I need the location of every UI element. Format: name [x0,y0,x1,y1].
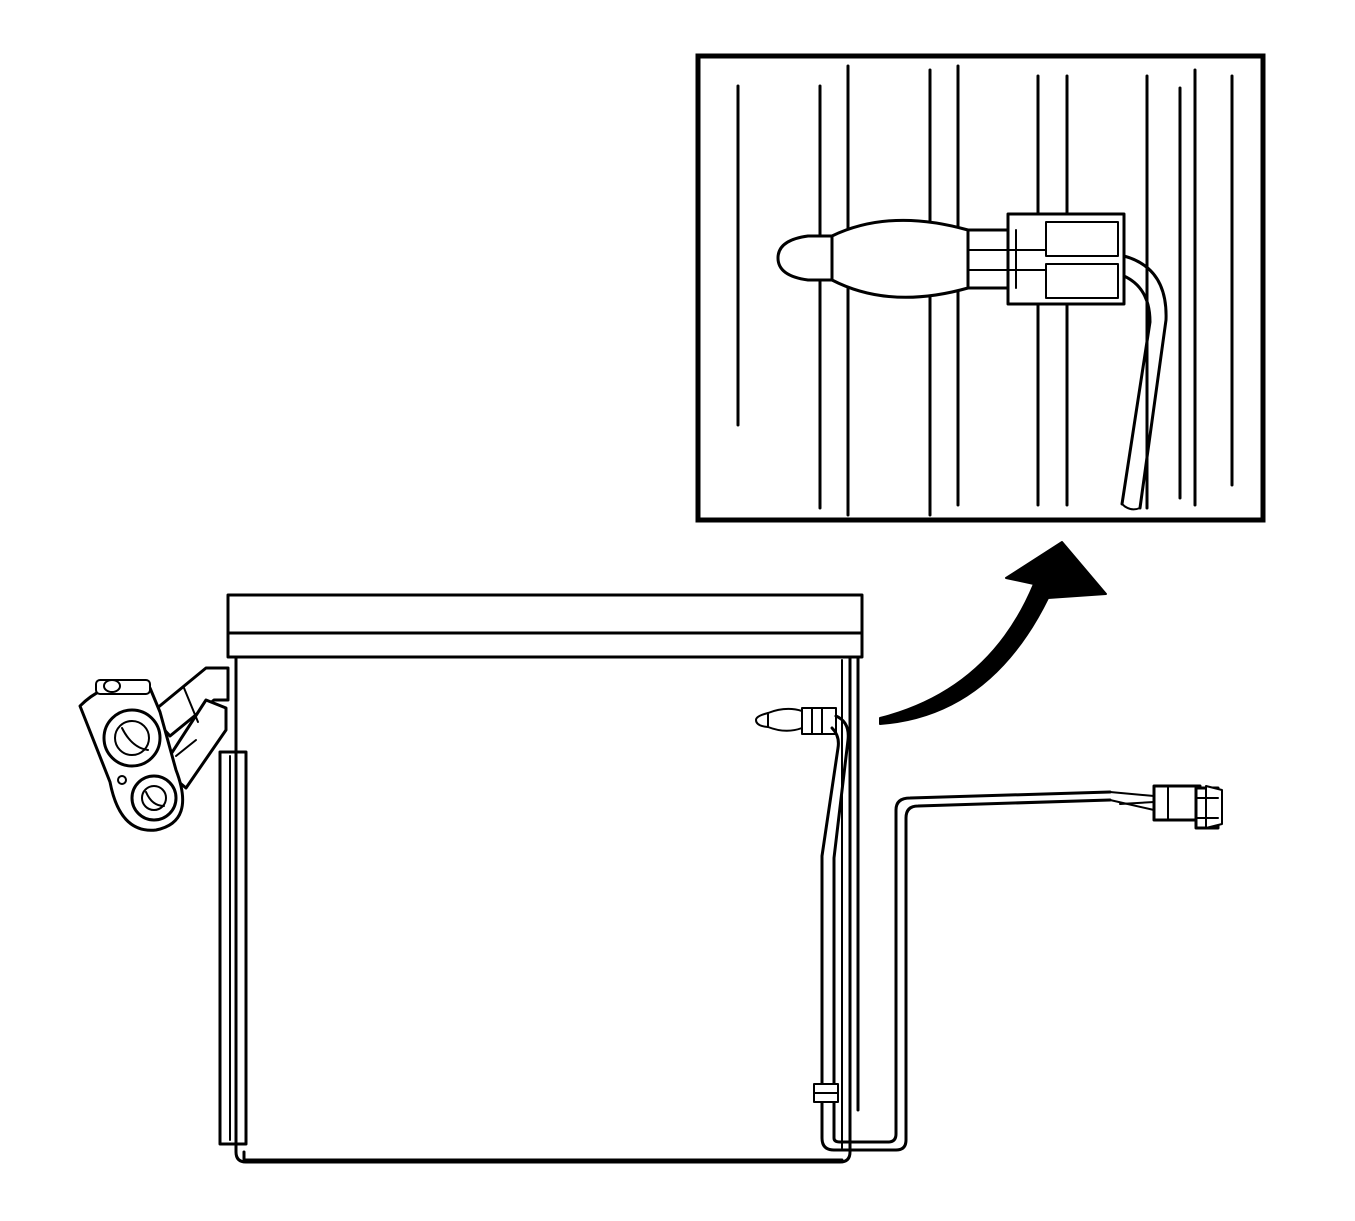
temperature-sensor [755,707,837,735]
detail-inset [695,53,1266,523]
inset-sensor-connector [967,212,1126,306]
inset-temperature-sensor [776,218,1018,299]
evaporator-core [218,593,864,1164]
harness-connector [1109,784,1223,830]
inset-frame [695,53,1266,523]
wiring-harness [813,714,1112,1152]
expansion-valve [78,666,230,832]
inset-lead-wire [1120,254,1168,511]
callout-arrow [879,541,1107,725]
inset-fin-lines [736,64,1234,517]
